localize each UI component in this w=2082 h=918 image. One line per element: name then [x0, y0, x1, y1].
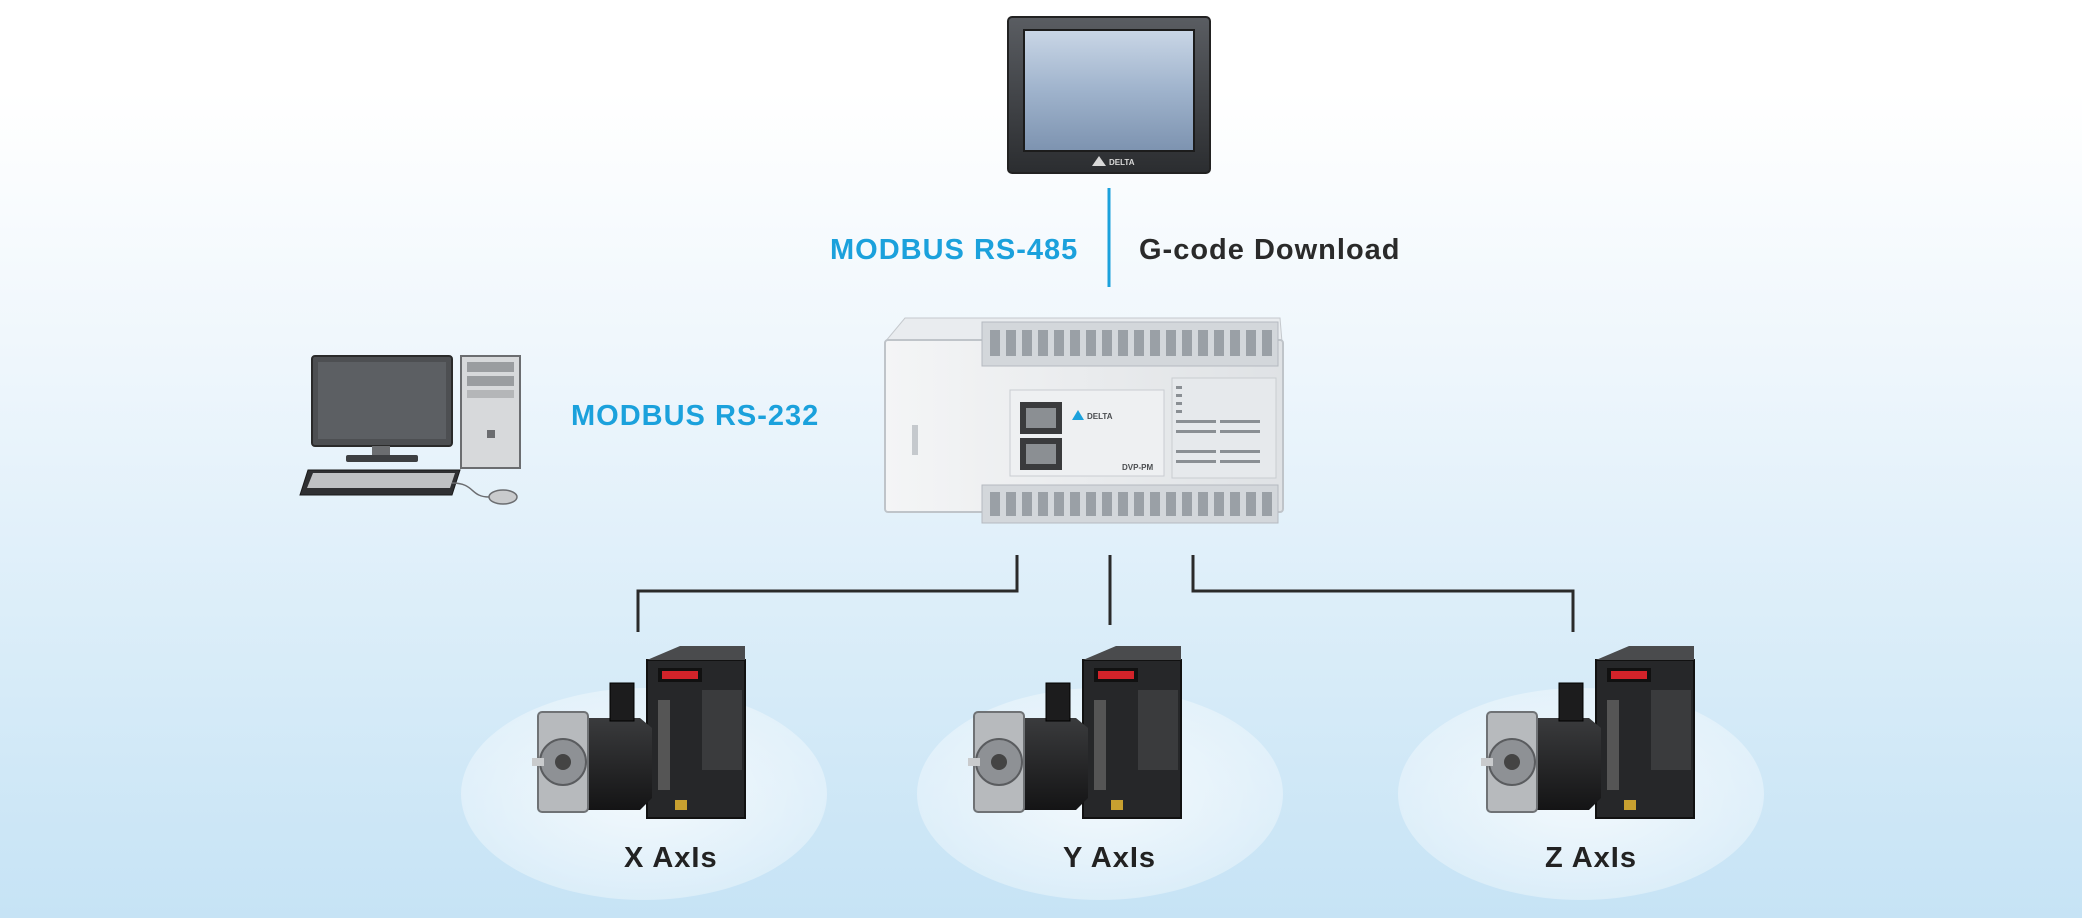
hmi-brand-text: DELTA [1109, 158, 1135, 167]
plc-model-text: DVP-PM [1122, 463, 1153, 472]
hmi-touch-panel: DELTA [1007, 16, 1211, 174]
plc-brand-text: DELTA [1087, 412, 1113, 421]
servo-drive-motor-z [1481, 646, 1695, 819]
rs232-label: MODBUS RS-232 [571, 400, 820, 432]
pc-workstation [299, 355, 521, 505]
plc-bottom-terminals [990, 492, 1272, 516]
servo-bus-lines [636, 555, 1575, 632]
x-axis-label: X AxIs [624, 842, 718, 874]
z-axis-label: Z AxIs [1545, 842, 1637, 874]
rs485-label: MODBUS RS-485 [830, 234, 1079, 266]
servo-drive-motor-x [532, 646, 746, 819]
gcode-download-label: G-code Download [1139, 234, 1401, 266]
servo-drive-motor-y [968, 646, 1182, 819]
y-axis-label: Y AxIs [1063, 842, 1157, 874]
plc-top-terminals [990, 330, 1272, 356]
plc-status-leds [1176, 386, 1260, 463]
plc-dvp-pm: DELTA DVP-PM [883, 317, 1284, 524]
